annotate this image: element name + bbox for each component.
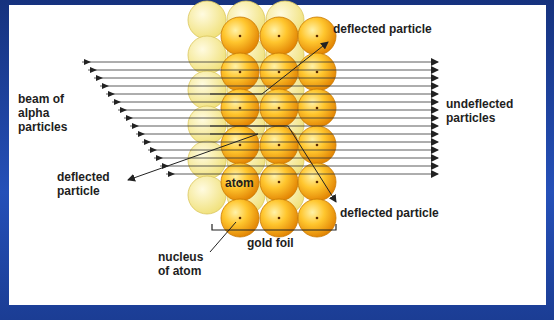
nucleus-dot xyxy=(278,35,281,38)
nucleus-dot xyxy=(316,35,319,38)
beam-arrowhead xyxy=(114,99,121,105)
nucleus-dot xyxy=(278,71,281,74)
beam-arrowhead xyxy=(126,115,133,121)
back-atom xyxy=(188,176,226,214)
atom-label: atom xyxy=(225,176,254,190)
nucleus-dot xyxy=(239,35,242,38)
nucleus-dot xyxy=(278,217,281,220)
beam-line xyxy=(106,94,438,95)
beam-line xyxy=(112,102,438,103)
nucleus-dot xyxy=(316,107,319,110)
beam-arrowhead xyxy=(144,139,151,145)
deflected-label: deflected particle xyxy=(57,170,121,198)
beam-line xyxy=(154,158,438,159)
nucleus-dot xyxy=(278,107,281,110)
beam-line xyxy=(166,174,438,175)
gold-atom xyxy=(260,163,298,201)
undeflected-label: undeflected particles xyxy=(446,97,531,125)
gold-atom xyxy=(298,17,336,55)
gold-atom xyxy=(221,89,259,127)
nucleus-dot xyxy=(316,71,319,74)
beam-line xyxy=(148,150,438,151)
beam-label: beam of alpha particles xyxy=(18,92,80,134)
beam-arrowhead xyxy=(150,147,157,153)
deflected-paths xyxy=(128,42,336,202)
back-atom xyxy=(188,71,226,109)
deflected-label: deflected particle xyxy=(333,22,432,36)
gold-atom xyxy=(221,163,259,201)
beam-line xyxy=(82,62,438,63)
gold-atom xyxy=(298,89,336,127)
nucleus-leader xyxy=(210,222,236,252)
gold-atom xyxy=(260,199,298,237)
nucleus-dot xyxy=(239,107,242,110)
nucleus-dot xyxy=(239,144,242,147)
foil-label: gold foil xyxy=(247,236,294,250)
back-atom xyxy=(188,36,226,74)
beam-line xyxy=(100,86,438,87)
back-atoms xyxy=(188,1,304,214)
back-atom xyxy=(188,1,226,39)
gold-atom xyxy=(298,199,336,237)
beam-arrowhead xyxy=(96,75,103,81)
gold-atom xyxy=(260,17,298,55)
gold-atom xyxy=(221,199,259,237)
nucleus-dot xyxy=(239,71,242,74)
nucleus-dot xyxy=(316,144,319,147)
gold-atom xyxy=(221,53,259,91)
beam-line xyxy=(118,110,438,111)
nucleus-dot xyxy=(316,217,319,220)
beam-line xyxy=(94,78,438,79)
beam-arrowhead xyxy=(102,83,109,89)
beam-arrowhead xyxy=(90,67,97,73)
beam-arrowhead xyxy=(120,107,127,113)
nucleus-dot xyxy=(278,144,281,147)
gold-atom xyxy=(260,53,298,91)
nucleus-dot xyxy=(316,181,319,184)
gold-atom xyxy=(298,53,336,91)
beam-line xyxy=(88,70,438,71)
beam-arrowhead xyxy=(132,123,139,129)
beam-arrowhead xyxy=(168,171,175,177)
beam-arrowhead xyxy=(108,91,115,97)
alpha-beams xyxy=(82,59,438,177)
beam-arrowhead xyxy=(84,59,91,65)
foil-bracket xyxy=(212,224,336,230)
gold-atom xyxy=(298,163,336,201)
beam-line xyxy=(142,142,438,143)
nucleus-label: nucleus of atom xyxy=(158,250,214,278)
gold-atom xyxy=(221,17,259,55)
beam-line xyxy=(124,118,438,119)
nucleus-dot xyxy=(239,217,242,220)
beam-arrowhead xyxy=(156,155,163,161)
gold-atom xyxy=(260,89,298,127)
beam-arrowhead xyxy=(138,131,145,137)
deflected-label: deflected particle xyxy=(340,206,439,220)
beam-line xyxy=(160,166,438,167)
nucleus-dot xyxy=(278,181,281,184)
front-atoms xyxy=(221,17,336,237)
back-atom xyxy=(188,141,226,179)
beam-line xyxy=(136,134,438,135)
back-atom xyxy=(188,106,226,144)
